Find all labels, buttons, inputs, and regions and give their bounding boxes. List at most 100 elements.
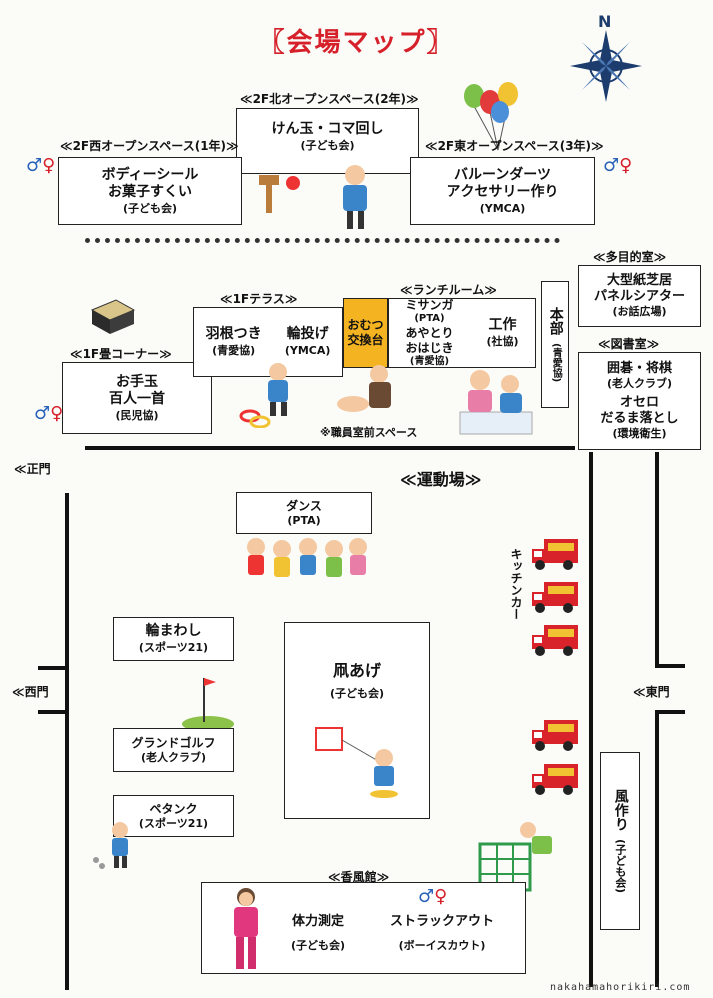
wamawashi-org: (スポーツ21) (138, 640, 209, 654)
fitness-test-item: 体力測定 (子ども会) (270, 910, 366, 953)
east-gate-mark-bottom (655, 710, 685, 714)
restroom-icon: ♂♀ (418, 886, 448, 907)
kitchen-car-icon (532, 539, 578, 570)
wanage-name: 輪投げ (286, 326, 329, 343)
petanque-player-icon (93, 822, 128, 869)
terrace-box: 羽根つき(青愛協) 輪投げ(YMCA) (193, 307, 343, 377)
ayatori-name: あやとり (405, 325, 454, 340)
kitchen-car-icon (532, 582, 578, 613)
dance-box: ダンス (PTA) (236, 492, 372, 534)
terrace-label: ≪1Fテラス≫ (220, 292, 298, 306)
headquarters-box: 本部 (青愛協) (541, 281, 569, 408)
fitness-instructor-icon (234, 888, 258, 969)
kendama-name: けん玉・コマ回し (271, 121, 384, 138)
ground-label: ≪運動場≫ (400, 470, 482, 489)
floor2-north-label: ≪2F北オープンスペース(2年)≫ (240, 92, 419, 106)
lunch-left-col: ミサンガ (PTA) あやとり おはじき (青愛協) (405, 298, 453, 368)
ayatori-org: (青愛協) (409, 355, 450, 367)
main-gate-label: ≪正門 (14, 462, 51, 476)
fitness-test-org: (子ども会) (290, 939, 346, 952)
wamawashi-name: 輪まわし (145, 623, 202, 640)
multipurpose-box: 大型紙芝居 パネルシアター (お話広場) (578, 265, 701, 327)
headquarters-org: (青愛協) (550, 342, 562, 383)
east-outer-wall-upper (655, 452, 659, 667)
west-gate-mark-bottom (38, 710, 68, 714)
wamawashi-box: 輪まわし (スポーツ21) (113, 617, 234, 661)
east-outer-wall-lower (655, 712, 659, 987)
floor2-east-box: バルーンダーツ アクセサリー作り (YMCA) (410, 157, 595, 225)
page-title: 〖会場マップ〗 (258, 28, 455, 58)
misanga-name: ミサンガ (405, 298, 454, 312)
east-gate-mark-top (655, 664, 685, 668)
restroom-icon: ♂♀ (34, 403, 64, 424)
building-boundary-line (85, 446, 575, 450)
kite-child-icon (315, 727, 398, 798)
west-gate-label: ≪西門 (12, 685, 49, 699)
compass-north-label: N (598, 12, 612, 31)
kendama-org: (子ども会) (300, 138, 355, 152)
karuta-box-icon (90, 299, 136, 334)
compass-icon: N (570, 12, 642, 102)
restroom-icon: ♂♀ (603, 155, 633, 176)
west-gate-mark-top (38, 666, 68, 670)
kite-making-name: 風作り (612, 788, 629, 831)
multipurpose-label: ≪多目的室≫ (593, 250, 667, 264)
kousaku-org: (社協) (486, 334, 519, 348)
dance-name: ダンス (286, 498, 322, 513)
othello-name: オセロ (619, 394, 659, 410)
hanetsuki-name: 羽根つき (205, 326, 262, 343)
tatami-org: (民児協) (115, 408, 159, 422)
igo-shogi-org: (老人クラブ) (606, 377, 673, 391)
kousaku-name: 工作 (488, 317, 517, 334)
kitchen-car-icon (532, 625, 578, 656)
ground-golf-name: グランドゴルフ (131, 735, 216, 750)
okashi-name: お菓子すくい (108, 184, 192, 201)
hanetsuki-item: 羽根つき(青愛協) (206, 326, 262, 357)
strikeout-item: ストラックアウト (ボーイスカウト) (372, 910, 512, 953)
bodyseal-name: ボディーシール (101, 166, 199, 183)
kite-box: 凧あげ (子ども会) (284, 622, 430, 819)
kite-making-box: 風作り (子ども会) (600, 752, 640, 930)
west-wall (65, 493, 69, 990)
floor2-east-org: (YMCA) (479, 201, 526, 215)
kousaku-item: 工作(社協) (486, 317, 518, 348)
lunchroom-label: ≪ランチルーム≫ (400, 283, 497, 297)
ground-golf-box: グランドゴルフ (老人クラブ) (113, 728, 234, 772)
multipurpose-org: (お話広場) (612, 305, 667, 319)
tatami-box: お手玉 百人一首 (民児協) (62, 362, 212, 434)
diaper-change-icon (337, 365, 391, 412)
igo-shogi-name: 囲碁・将棋 (606, 360, 672, 376)
restroom-icon: ♂♀ (26, 155, 56, 176)
east-gate-label: ≪東門 (633, 685, 670, 699)
floor2-east-label: ≪2F東オープンスペース(3年)≫ (425, 139, 604, 153)
accessory-name: アクセサリー作り (446, 184, 559, 201)
strikeout-org: (ボーイスカウト) (398, 939, 486, 952)
ground-golf-org: (老人クラブ) (140, 750, 207, 764)
kitchen-car-label: キッチンカー (509, 548, 523, 620)
ohajiki-name: おはじき (405, 340, 454, 355)
craft-kids-icon (459, 370, 533, 435)
misanga-org: (PTA) (414, 313, 445, 324)
petanque-box: ペタンク (スポーツ21) (113, 795, 234, 837)
floor2-west-label: ≪2F西オープンスペース(1年)≫ (60, 139, 239, 153)
lunchroom-box: ミサンガ (PTA) あやとり おはじき (青愛協) 工作(社協) (388, 298, 536, 368)
kitchen-car-icon (532, 720, 578, 751)
diaper-line1: おむつ (347, 318, 384, 332)
golf-flag-icon (182, 678, 234, 732)
ring-toss-child-icon (239, 363, 288, 428)
east-inner-wall (589, 452, 593, 987)
daruma-name: だるま落とし (600, 411, 679, 427)
kofukan-label: ≪香風館≫ (328, 870, 390, 884)
balloon-darts-name: バルーンダーツ (453, 166, 552, 183)
hanetsuki-org: (青愛協) (212, 343, 256, 357)
dancing-kids-icon (247, 538, 367, 577)
petanque-org: (スポーツ21) (138, 816, 209, 830)
library-box: 囲碁・将棋 (老人クラブ) オセロ だるま落とし (環境衛生) (578, 352, 701, 450)
balloons-icon (464, 82, 518, 151)
panel-theater-name: パネルシアター (593, 289, 685, 305)
floor2-west-org: (子ども会) (122, 201, 178, 215)
wanage-item: 輪投げ(YMCA) (285, 326, 331, 357)
diaper-line2: 交換台 (347, 333, 384, 347)
strikeout-name: ストラックアウト (389, 914, 494, 929)
petanque-name: ペタンク (149, 801, 198, 816)
